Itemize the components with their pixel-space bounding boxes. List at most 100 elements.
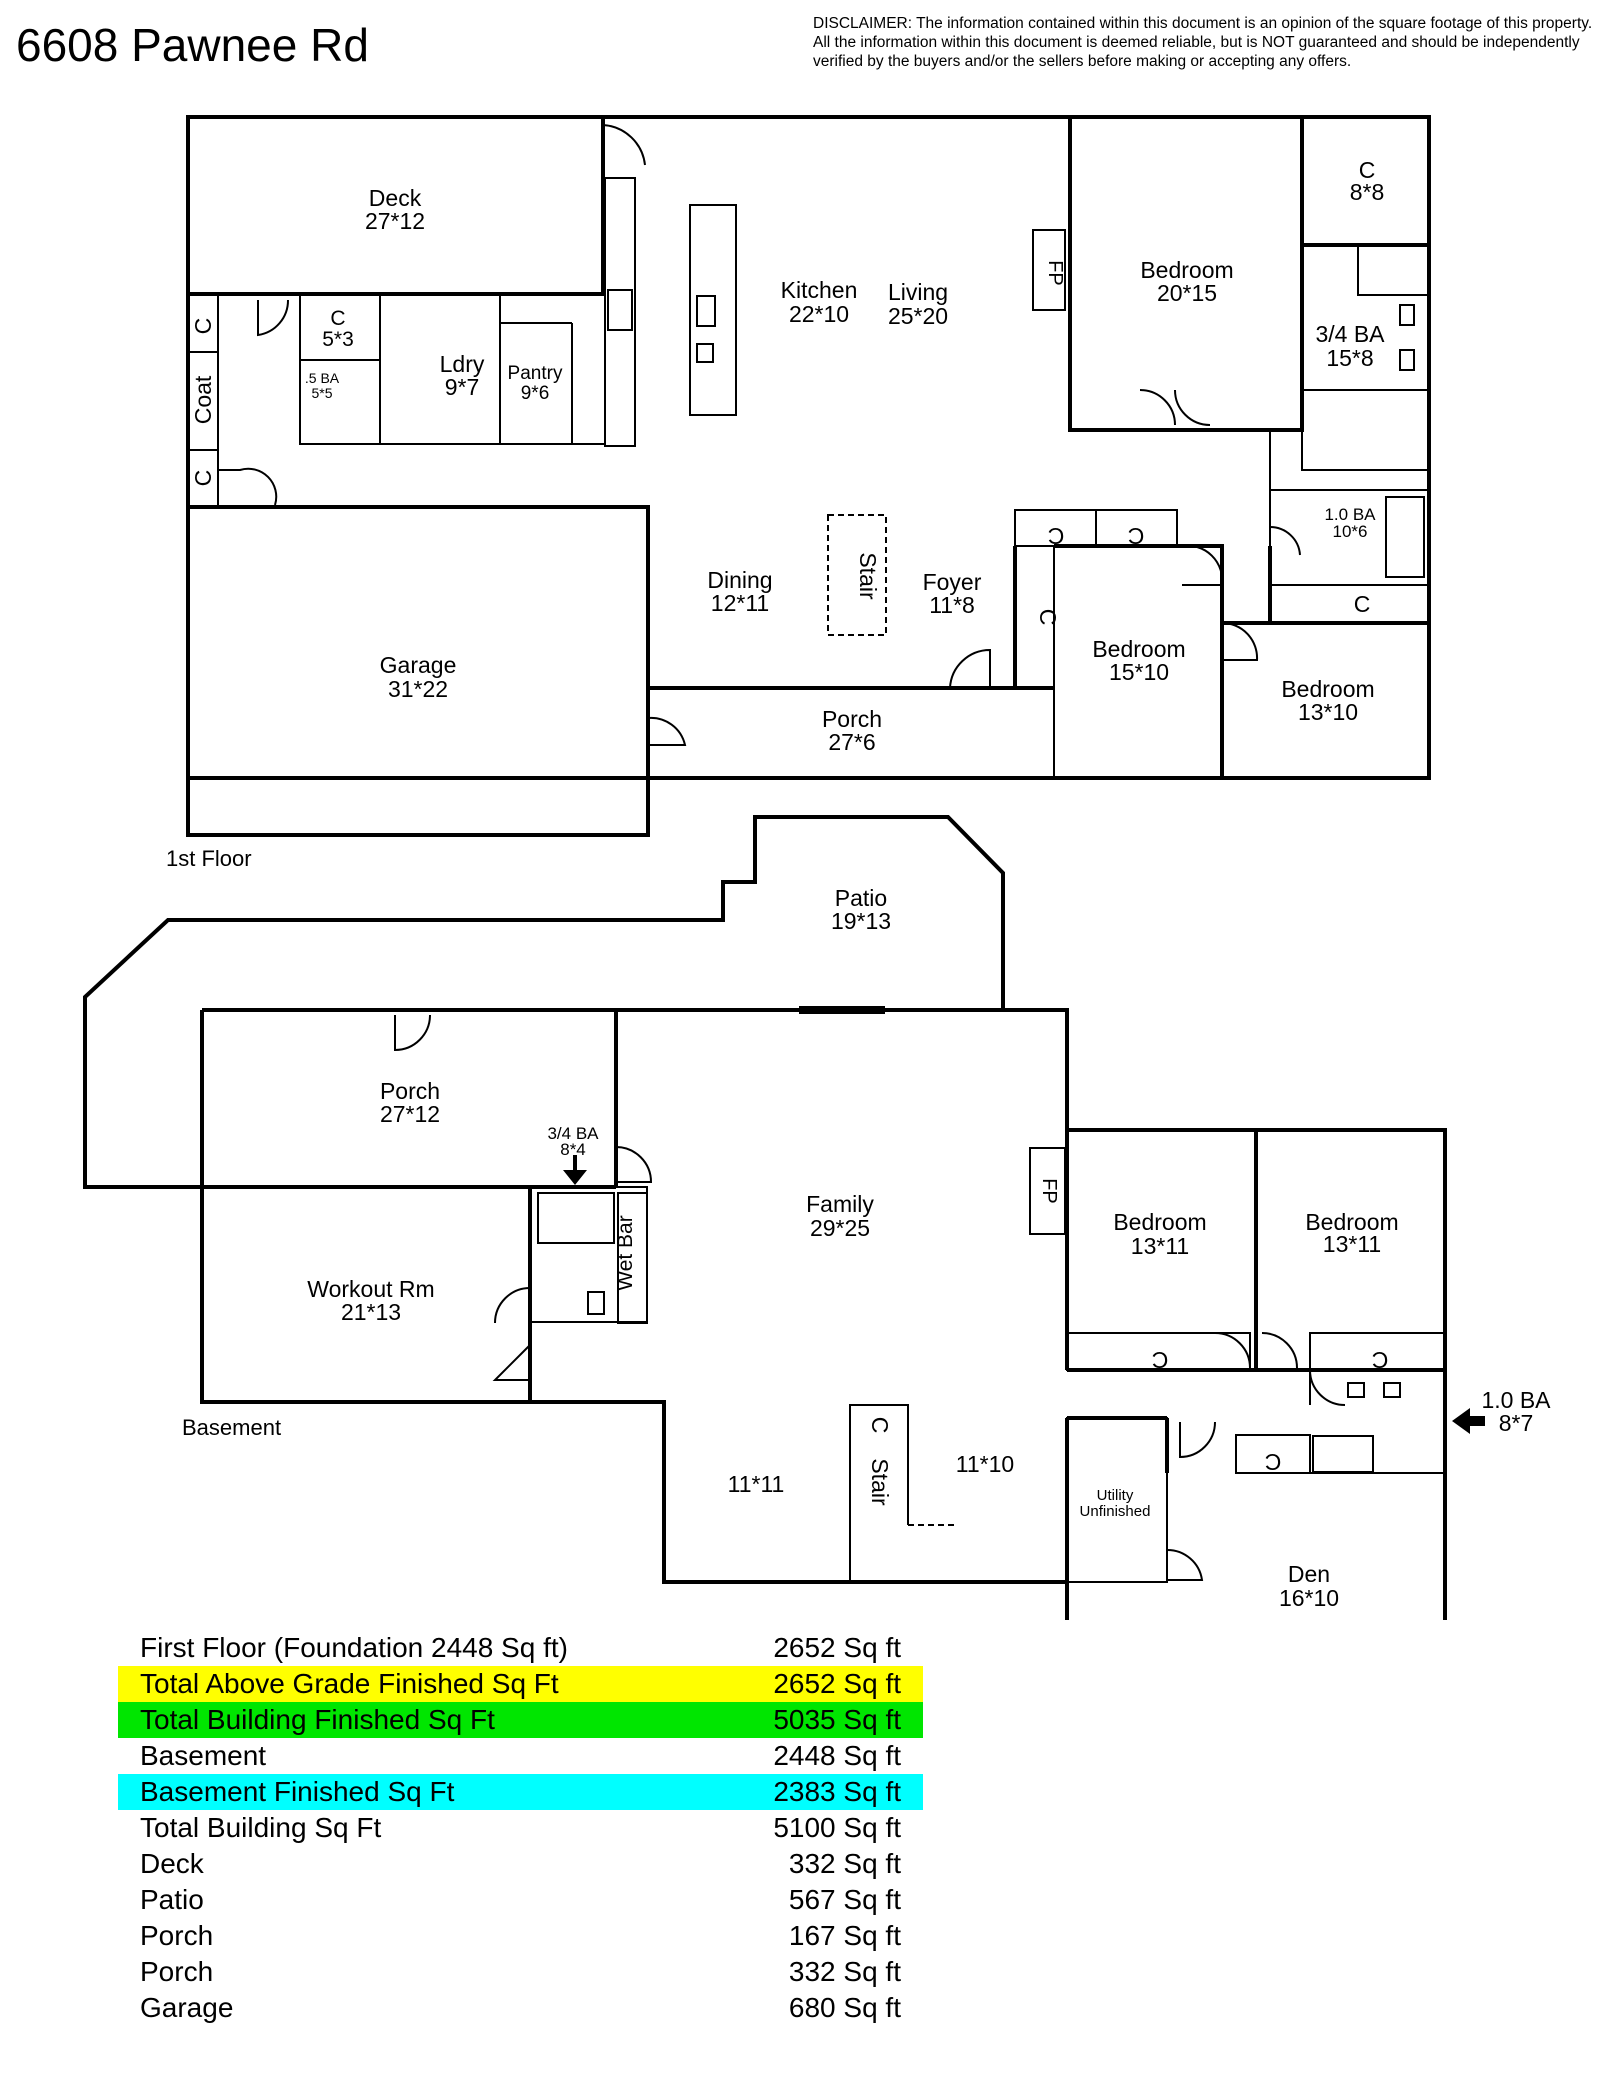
coat-closet xyxy=(187,293,219,508)
living-dim: 25*20 xyxy=(888,303,948,329)
porch-dim: 27*6 xyxy=(828,729,875,755)
stair-name: Stair xyxy=(855,552,881,600)
sqft-row-name: Porch xyxy=(140,1956,214,1987)
master-closet-name: C xyxy=(1359,157,1376,183)
utility-name: Utility xyxy=(1097,1487,1134,1504)
deck-dim: 27*12 xyxy=(365,208,425,234)
stair-outline xyxy=(827,514,887,636)
sqft-row-value: 332 Sq ft xyxy=(788,1956,901,1987)
foyer-dim: 11*8 xyxy=(929,592,975,618)
small-closet-dim: 5*3 xyxy=(322,328,354,351)
master-closet-dim: 8*8 xyxy=(1350,179,1385,205)
sqft-row: Porch 167 Sq ft xyxy=(118,1918,923,1954)
dining-name: Dining xyxy=(707,567,772,593)
sqft-row: Porch 332 Sq ft xyxy=(118,1954,923,1990)
sqft-row-name: Total Building Finished Sq Ft xyxy=(140,1704,495,1735)
kitchen-dim: 22*10 xyxy=(789,301,849,327)
closet-d-name: C xyxy=(1354,591,1371,617)
dining-dim: 12*11 xyxy=(711,590,769,616)
closet-c2-name: C xyxy=(1128,523,1145,549)
sqft-row: Basement Finished Sq Ft 2383 Sq ft xyxy=(118,1774,923,1810)
bedroom-2-dim: 15*10 xyxy=(1109,659,1169,685)
sqft-row: Deck 332 Sq ft xyxy=(118,1846,923,1882)
sqft-row-value: 2383 Sq ft xyxy=(773,1776,901,1807)
sqft-row-value: 2448 Sq ft xyxy=(773,1740,901,1771)
basement-label: Basement xyxy=(182,1415,281,1440)
garage-name: Garage xyxy=(380,652,457,678)
sqft-row-value: 2652 Sq ft xyxy=(773,1668,901,1699)
first-floor-plan xyxy=(186,115,1431,837)
bedroom-3-name: Bedroom xyxy=(1281,676,1374,702)
basement-bath-10-name: 1.0 BA xyxy=(1481,1387,1551,1413)
kitchen-name: Kitchen xyxy=(781,277,858,303)
basement-bath-name: 3/4 BA xyxy=(547,1124,599,1143)
basement-bedroom-2-dim: 13*11 xyxy=(1323,1231,1381,1257)
garage-dim: 31*22 xyxy=(388,676,448,702)
sqft-row: First Floor (Foundation 2448 Sq ft) 2652 … xyxy=(118,1630,923,1666)
basement-porch-name: Porch xyxy=(380,1078,440,1104)
coat-closet-name: Coat xyxy=(190,375,216,424)
basement-closet-2-name: C xyxy=(1372,1347,1389,1373)
sqft-row: Basement 2448 Sq ft xyxy=(118,1738,923,1774)
sqft-row-name: Basement Finished Sq Ft xyxy=(140,1776,455,1807)
address-title: 6608 Pawnee Rd xyxy=(16,19,369,71)
wet-bar-name: Wet Bar xyxy=(614,1215,637,1290)
closet-b-name: C xyxy=(190,470,216,487)
sqft-row-value: 5035 Sq ft xyxy=(773,1704,901,1735)
disclaimer-text: DISCLAIMER: The information contained wi… xyxy=(813,15,1593,70)
sqft-row-value: 332 Sq ft xyxy=(788,1848,901,1879)
shower-tile xyxy=(1301,389,1430,471)
sqft-row-name: Patio xyxy=(140,1884,204,1915)
sqft-row-value: 680 Sq ft xyxy=(788,1992,901,2023)
deck-name: Deck xyxy=(369,185,422,211)
room-a-dim: 11*11 xyxy=(728,1471,785,1497)
half-bath-name: .5 BA xyxy=(305,370,340,386)
patio-outline xyxy=(83,815,1005,1189)
bedroom-2-name: Bedroom xyxy=(1092,636,1185,662)
small-closet-name: C xyxy=(330,307,345,330)
first-floor-label: 1st Floor xyxy=(166,846,252,871)
sqft-row-name: First Floor (Foundation 2448 Sq ft) xyxy=(140,1632,568,1663)
foyer-closet-name: C xyxy=(1035,609,1061,626)
stair-closet-name: C xyxy=(867,1417,893,1434)
bath-34-dim: 15*8 xyxy=(1326,345,1373,371)
basement-outline xyxy=(200,1008,1447,1620)
sqft-row: Total Building Finished Sq Ft 5035 Sq ft xyxy=(118,1702,923,1738)
den-dim: 16*10 xyxy=(1279,1585,1339,1611)
patio-name: Patio xyxy=(835,885,887,911)
den-name: Den xyxy=(1288,1561,1330,1587)
kitchen-counter xyxy=(604,177,636,447)
square-footage-table: First Floor (Foundation 2448 Sq ft) 2652 … xyxy=(118,1630,923,2026)
kitchen-island xyxy=(689,204,737,416)
bath-10-name: 1.0 BA xyxy=(1324,505,1376,524)
sqft-row-name: Porch xyxy=(140,1920,214,1951)
laundry-name: Ldry xyxy=(440,351,485,377)
floor-plan: Deck 27*12 Kitchen 22*10 Living 25*20 Be… xyxy=(83,115,1551,1620)
workout-name: Workout Rm xyxy=(307,1276,434,1302)
sqft-row-name: Deck xyxy=(140,1848,204,1879)
basement-closet-1-name: C xyxy=(1152,1347,1169,1373)
sqft-row-name: Total Building Sq Ft xyxy=(140,1812,382,1843)
basement-bath-dim: 8*4 xyxy=(560,1140,586,1159)
sqft-row-name: Basement xyxy=(140,1740,267,1771)
sqft-row-value: 167 Sq ft xyxy=(788,1920,901,1951)
sqft-row-value: 2652 Sq ft xyxy=(773,1632,901,1663)
sqft-row: Total Building Sq Ft 5100 Sq ft xyxy=(118,1810,923,1846)
pantry-dim: 9*6 xyxy=(521,383,550,404)
room-b-dim: 11*10 xyxy=(956,1451,1014,1477)
basement-bedroom-2-name: Bedroom xyxy=(1305,1209,1398,1235)
bath-10-dim: 10*6 xyxy=(1333,522,1368,541)
basement-bath-10-dim: 8*7 xyxy=(1499,1410,1534,1436)
family-name: Family xyxy=(806,1191,874,1217)
closet-c1-name: C xyxy=(1048,523,1065,549)
utility-sub: Unfinished xyxy=(1080,1503,1151,1520)
basement-plan xyxy=(83,815,1485,1620)
garage-walls xyxy=(186,505,650,837)
fireplace-name: FP xyxy=(1044,260,1066,286)
half-bath-dim: 5*5 xyxy=(311,385,332,401)
sqft-row-value: 5100 Sq ft xyxy=(773,1812,901,1843)
porch-name: Porch xyxy=(822,706,882,732)
bath-34-name: 3/4 BA xyxy=(1315,321,1385,347)
